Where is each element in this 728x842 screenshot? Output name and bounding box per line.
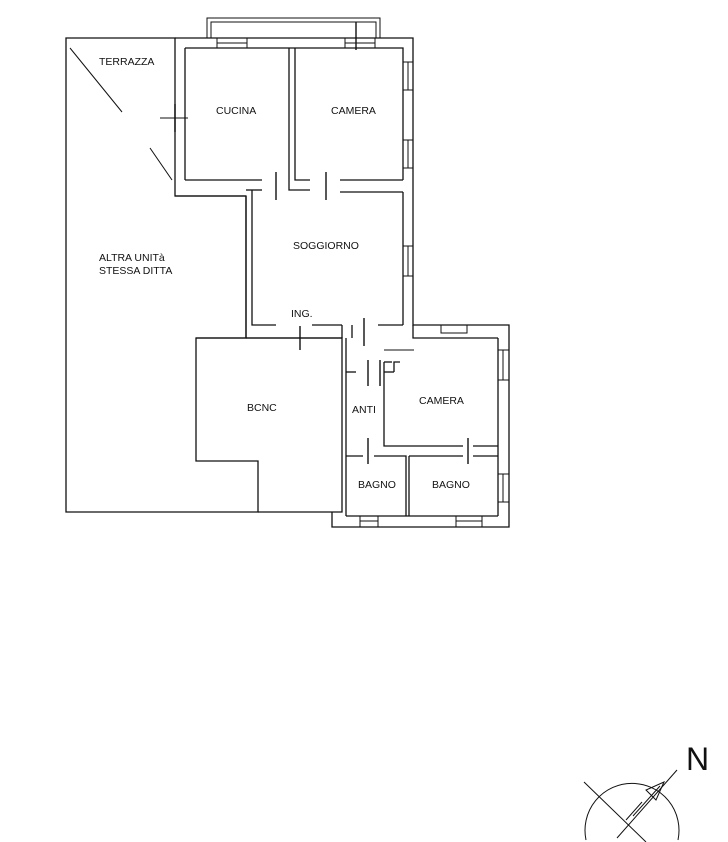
room-labels: TERRAZZA CUCINA CAMERA SOGGIORNO ALTRA U… (99, 56, 470, 491)
label-camera-2: CAMERA (419, 395, 464, 407)
label-altra-unita-1: ALTRA UNITà (99, 252, 165, 264)
label-bcnc: BCNC (247, 402, 277, 414)
label-ingresso: ING. (291, 308, 313, 320)
label-altra-unita-2: STESSA DITTA (99, 265, 172, 277)
north-label: N (686, 741, 709, 777)
label-anti: ANTI (352, 404, 376, 416)
label-camera-1: CAMERA (331, 105, 376, 117)
label-terrazza: TERRAZZA (99, 56, 154, 68)
doors (160, 22, 469, 464)
label-soggiorno: SOGGIORNO (293, 240, 359, 252)
windows (216, 37, 510, 528)
balcony (206, 17, 381, 38)
label-bagno-2: BAGNO (432, 479, 470, 491)
label-cucina: CUCINA (216, 105, 256, 117)
north-arrow-icon: N (583, 741, 709, 842)
label-bagno-1: BAGNO (358, 479, 396, 491)
